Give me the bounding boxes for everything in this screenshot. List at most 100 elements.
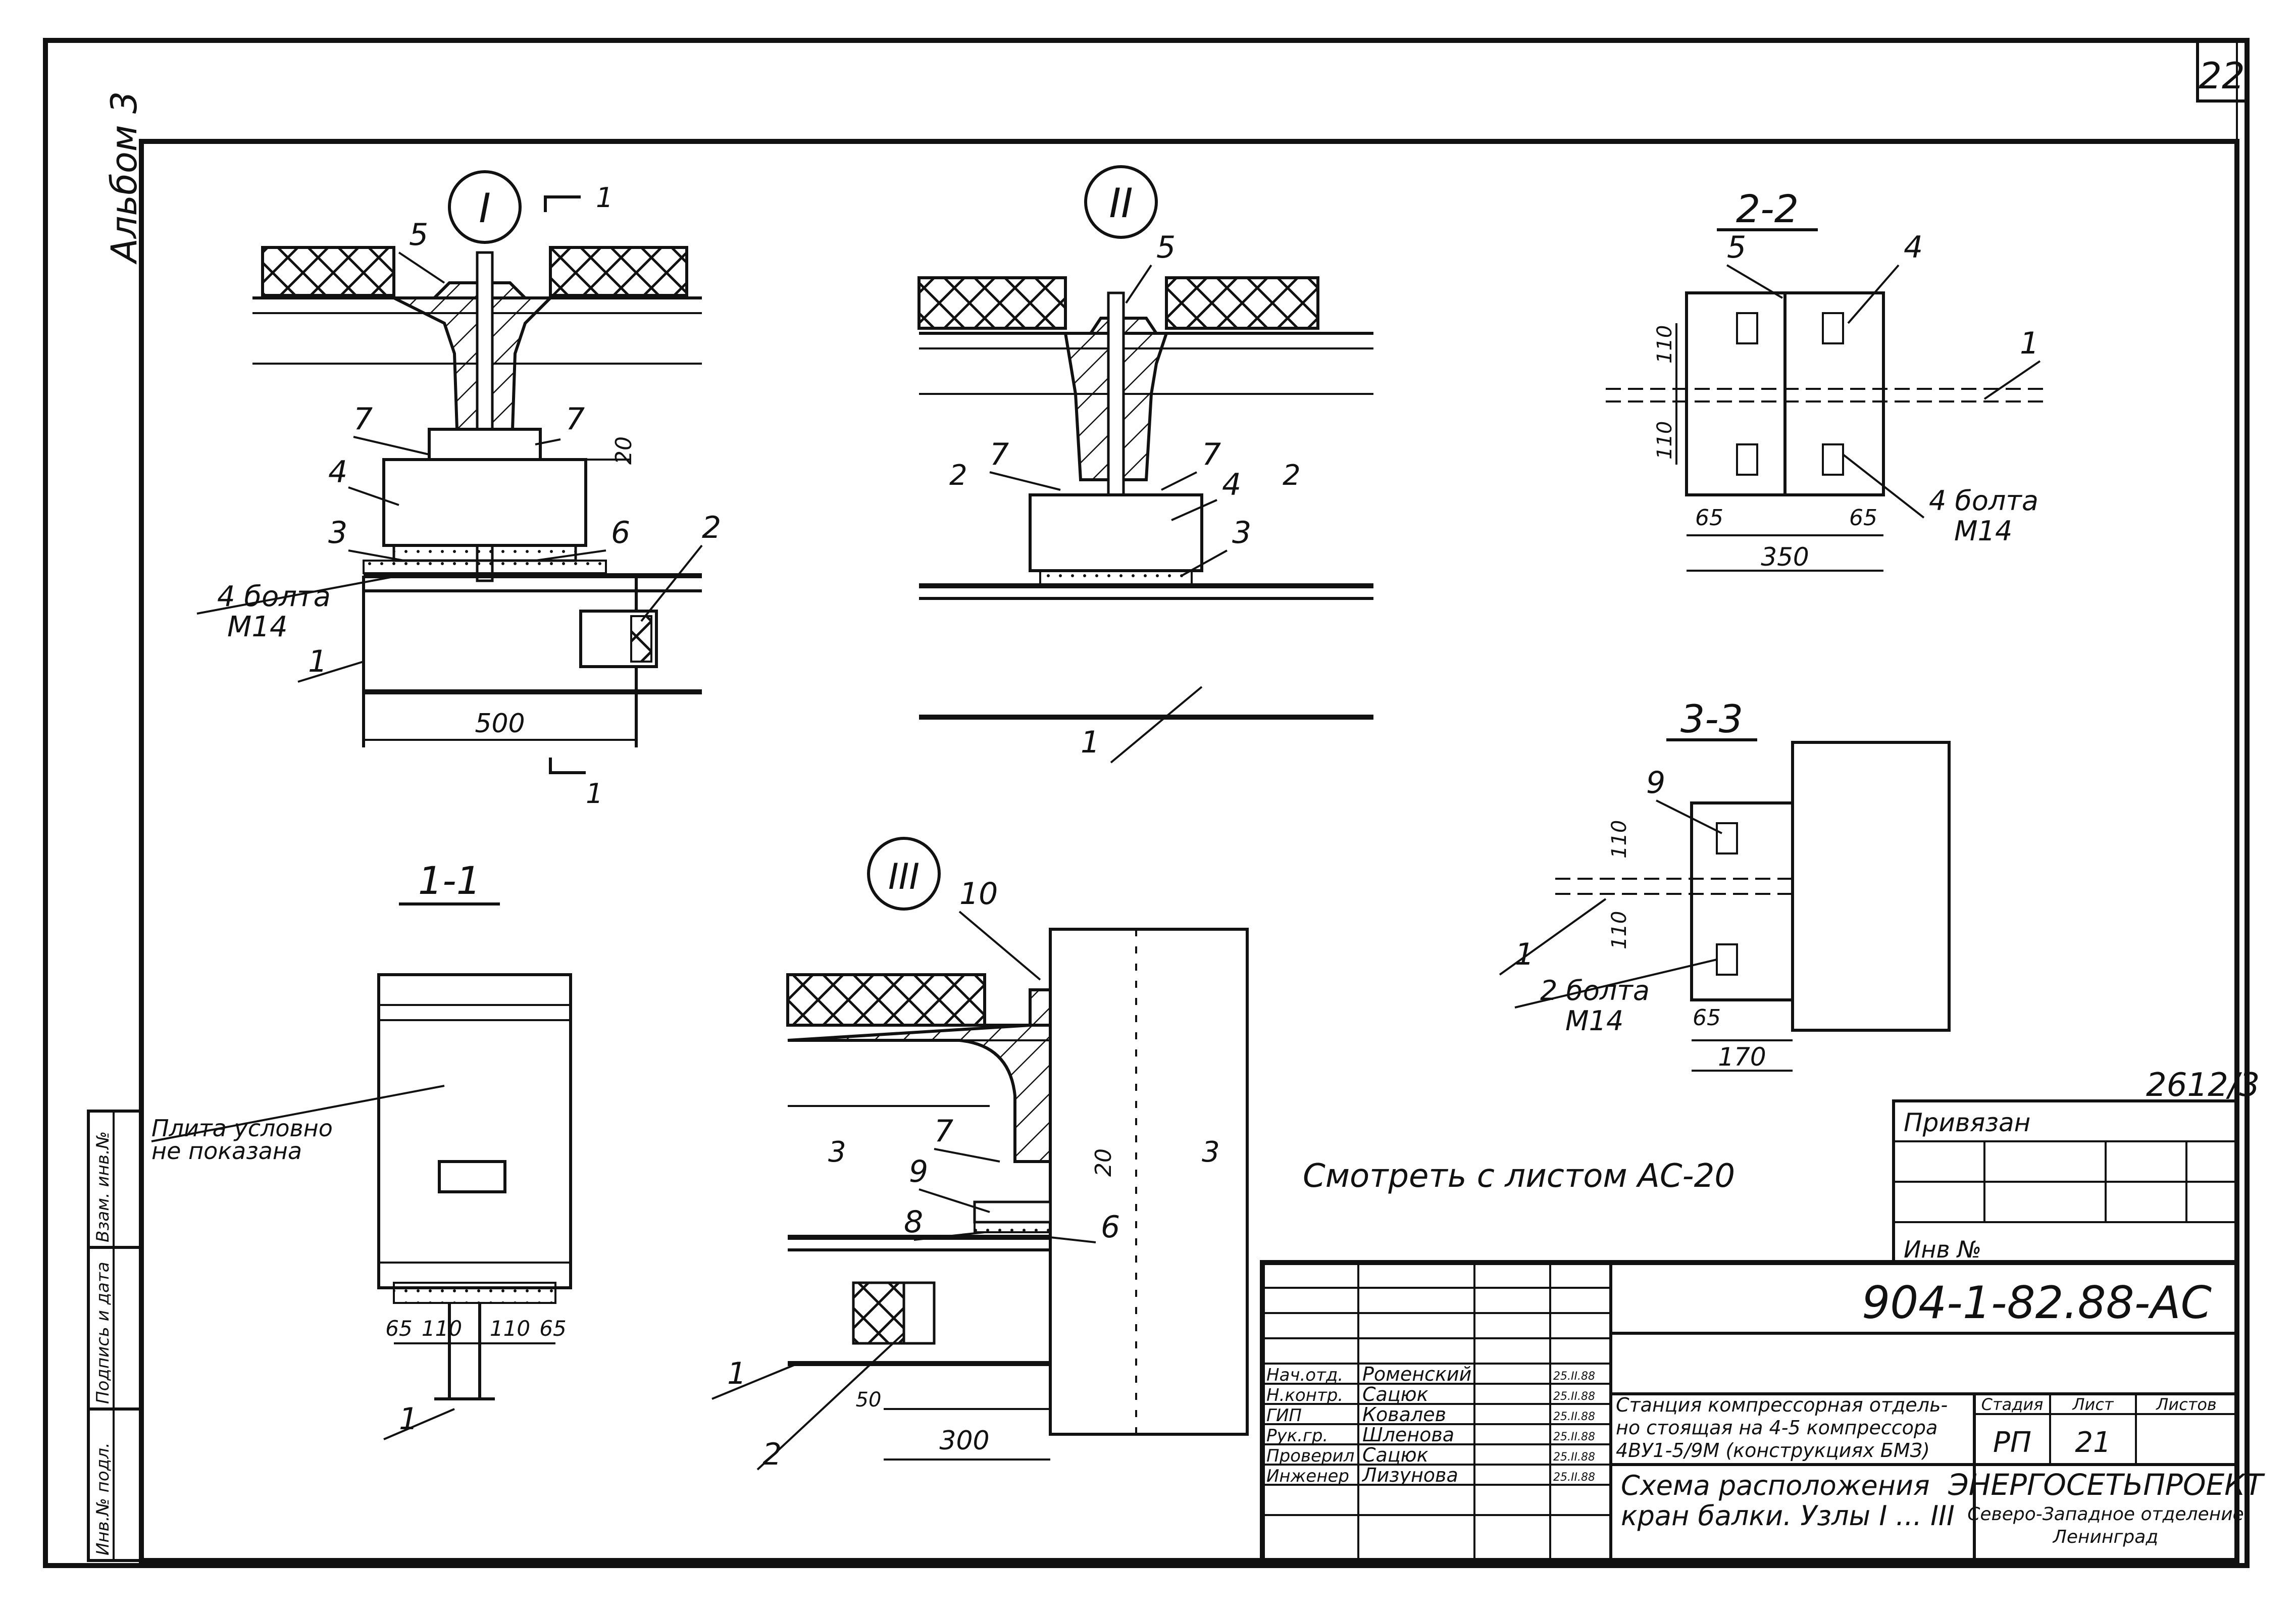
node-I-id: I [479, 185, 491, 232]
section-1-1-dim-3: 110 [490, 1316, 530, 1341]
project-title-line3: 4ВУ1-5/9М (конструкциях БМЗ) [1616, 1439, 1930, 1462]
node-I-detail: I 1 500 1 5 7 7 [196, 170, 721, 810]
privyazan-block: 2612/3 Привязан Инв № [1892, 1067, 2260, 1264]
node-III-detail: III 10 3 7 20 3 9 8 6 1 2 50 300 [711, 837, 1249, 1472]
node-I-label-7b: 7 [566, 401, 585, 437]
section-2-2-label-5: 5 [1727, 230, 1746, 265]
node-II-label-7a: 7 [990, 437, 1009, 472]
section-1-1-note-line1: Плита условно [151, 1115, 333, 1142]
section-3-3: 3-3 9 1 110 110 2 болта М14 65 170 [1499, 696, 1951, 1072]
node-II-detail: II 5 2 7 7 4 2 3 1 [917, 165, 1373, 764]
node-I-bottom-section-mark: 1 [586, 778, 603, 810]
node-II-label-3: 3 [1232, 515, 1251, 550]
role-1: Н.контр. [1266, 1385, 1343, 1405]
node-III-dim-50: 50 [856, 1388, 882, 1412]
node-I-label-4: 4 [328, 455, 347, 490]
stage-value: РП [1993, 1426, 2031, 1459]
section-1-1-dim-2: 110 [422, 1316, 462, 1341]
node-III-dim-width: 300 [939, 1426, 989, 1456]
node-II-section-mark-left: 2 [949, 459, 967, 492]
node-III-label-9: 9 [909, 1154, 928, 1189]
node-I-label-7a: 7 [353, 401, 373, 437]
section-2-2-bolts-line2: М14 [1954, 515, 2012, 547]
node-II-label-4: 4 [1222, 467, 1241, 502]
node-I-dim-width: 500 [475, 709, 525, 739]
stamp-cell-inv: Инв.№ подл. [93, 1442, 113, 1555]
node-I-label-2: 2 [702, 510, 721, 545]
section-3-3-label-9: 9 [1646, 765, 1665, 800]
sheet-value: 21 [2075, 1426, 2111, 1459]
section-3-3-label-1: 1 [1515, 937, 1534, 972]
node-I-label-5: 5 [409, 217, 428, 253]
name-0: Роменский [1362, 1363, 1471, 1385]
date-3: 25.II.88 [1553, 1431, 1595, 1443]
section-2-2-title: 2-2 [1736, 186, 1799, 231]
section-2-2-dim-v1: 110 [1653, 325, 1676, 364]
section-1-1-dim-4: 65 [539, 1316, 566, 1341]
section-3-3-bolts-line2: М14 [1565, 1005, 1623, 1037]
role-4: Проверил [1266, 1446, 1354, 1466]
name-1: Сацюк [1362, 1383, 1428, 1405]
section-1-1-dim-1: 65 [385, 1316, 412, 1341]
section-1-1: 1-1 Плита условно не показана 65 110 110… [151, 858, 572, 1440]
stage-label: Стадия [1981, 1395, 2044, 1414]
doc-code: 904-1-82.88-АС [1862, 1277, 2212, 1329]
section-2-2-dim-total: 350 [1761, 542, 1809, 572]
org-line3: Ленинград [2052, 1527, 2158, 1547]
name-5: Лизунова [1361, 1464, 1458, 1486]
section-2-2-dim-h2: 65 [1849, 505, 1877, 531]
privyazan-label: Привязан [1904, 1108, 2030, 1137]
section-2-2-bolts-line1: 4 болта [1929, 485, 2038, 517]
node-I-label-3: 3 [328, 515, 347, 550]
inv-no-label: Инв № [1904, 1236, 1981, 1263]
node-III-label-8: 8 [904, 1204, 923, 1240]
role-2: ГИП [1266, 1405, 1302, 1426]
stamp-cell-signature: Подпись и дата [93, 1262, 113, 1404]
project-title-line1: Станция компрессорная отдель- [1616, 1394, 1948, 1416]
node-III-label-7: 7 [934, 1114, 953, 1149]
sheet-label: Лист [2072, 1395, 2114, 1414]
node-II-label-7b: 7 [1202, 437, 1221, 472]
section-3-3-dim-h: 65 [1693, 1005, 1721, 1031]
node-II-label-1: 1 [1081, 725, 1100, 760]
node-III-label-20: 20 [1091, 1148, 1116, 1177]
project-title-line2: но стоящая на 4-5 компрессора [1616, 1417, 1937, 1439]
section-3-3-dim-v1: 110 [1608, 820, 1631, 859]
node-I-label-6: 6 [611, 515, 630, 550]
role-0: Нач.отд. [1266, 1365, 1343, 1385]
node-II-section-mark-right: 2 [1283, 459, 1301, 492]
role-3: Рук.гр. [1266, 1426, 1328, 1446]
node-III-section-mark-left: 3 [828, 1136, 846, 1169]
node-I-bolts-line2: М14 [227, 611, 288, 643]
date-0: 25.II.88 [1553, 1370, 1595, 1383]
node-III-label-2: 2 [762, 1437, 782, 1472]
album-label: Альбом 3 [104, 91, 145, 265]
date-2: 25.II.88 [1553, 1411, 1595, 1423]
sheet-title-line2: кран балки. Узлы I ... III [1621, 1500, 1955, 1532]
role-5: Инженер [1266, 1466, 1349, 1486]
section-3-3-dim-total: 170 [1718, 1042, 1766, 1072]
org-line2: Северо-Западное отделение [1967, 1504, 2244, 1525]
section-1-1-note-line2: не показана [151, 1137, 302, 1165]
node-III-label-6: 6 [1101, 1210, 1120, 1245]
reference-note: Смотреть с листом АС-20 [1303, 1158, 1735, 1195]
privyazan-code: 2612/3 [2146, 1067, 2260, 1104]
sheets-label: Листов [2156, 1395, 2217, 1414]
section-2-2-label-1: 1 [2020, 326, 2039, 361]
name-3: Шленова [1362, 1424, 1454, 1446]
section-1-1-title: 1-1 [418, 858, 481, 903]
section-2-2-label-4: 4 [1904, 230, 1923, 265]
name-2: Ковалев [1362, 1403, 1446, 1426]
node-II-id: II [1109, 180, 1133, 227]
sheet-title-line1: Схема расположения [1621, 1470, 1930, 1501]
node-I-bolts-line1: 4 болта [217, 580, 331, 613]
sheet-number: 22 [2199, 55, 2245, 97]
section-3-3-dim-v2: 110 [1608, 911, 1631, 949]
side-stamp: Инв.№ подл. Подпись и дата Взам. инв.№ [87, 1110, 143, 1562]
node-II-label-5: 5 [1156, 230, 1176, 265]
node-III-section-mark-right: 3 [1202, 1136, 1220, 1169]
node-III-id: III [888, 856, 920, 897]
stamp-cell-replace: Взам. инв.№ [93, 1131, 113, 1242]
date-1: 25.II.88 [1553, 1390, 1595, 1403]
